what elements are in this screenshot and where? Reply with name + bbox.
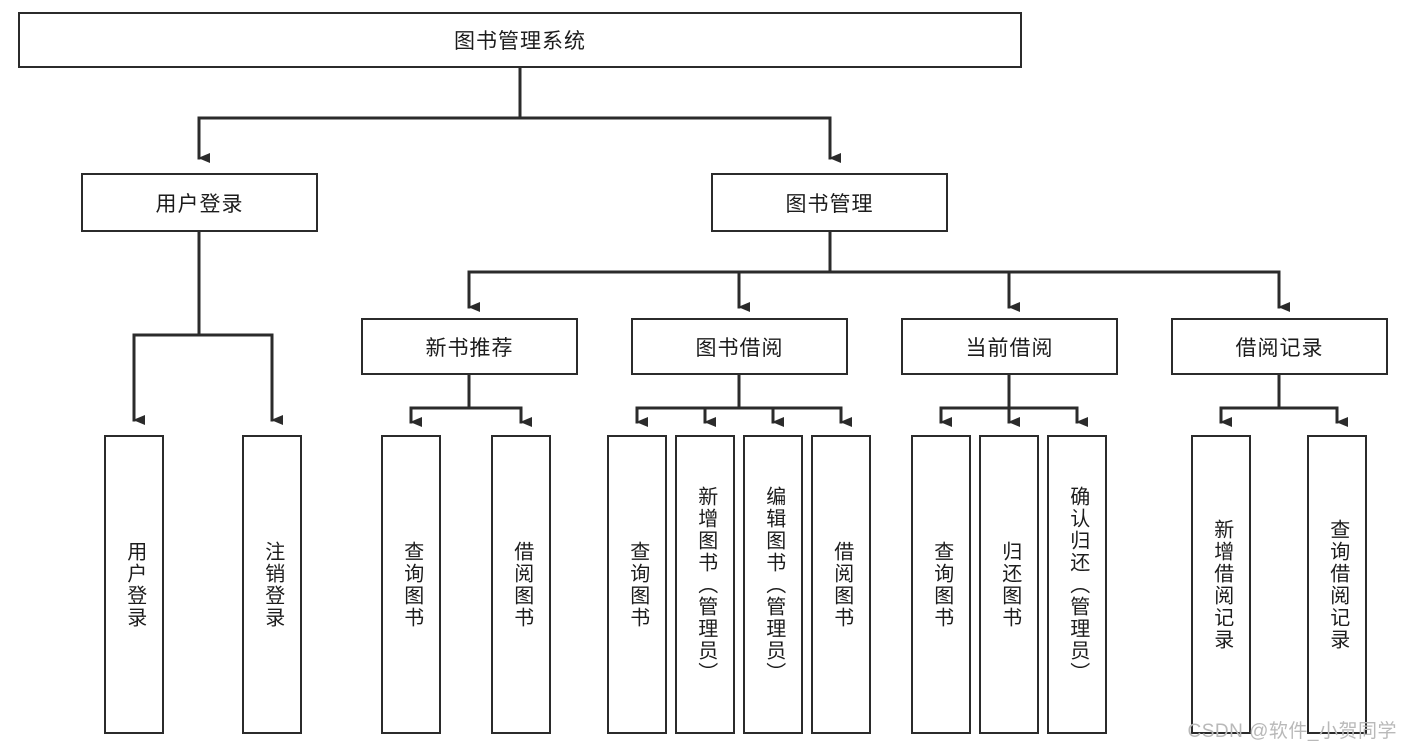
watermark-text: CSDN @软件_小贺同学 [1187, 721, 1397, 742]
node-label: 查询借阅记录 [1326, 518, 1349, 651]
node-label: 新书推荐 [425, 336, 514, 360]
node-label: 图书借阅 [695, 336, 784, 360]
node-user-login[interactable]: 用户登录 [81, 173, 318, 232]
node-label: 查询图书 [400, 540, 423, 629]
node-new-book-recommendation[interactable]: 新书推荐 [361, 318, 578, 375]
leaf-query-borrow-record[interactable]: 查询借阅记录 [1307, 435, 1367, 734]
leaf-borrow-books[interactable]: 借阅图书 [811, 435, 871, 734]
node-book-management[interactable]: 图书管理 [711, 173, 948, 232]
leaf-user-login[interactable]: 用户登录 [104, 435, 164, 734]
node-book-borrowing[interactable]: 图书借阅 [631, 318, 848, 375]
node-label: 借阅记录 [1235, 336, 1324, 360]
node-label: 查询图书 [930, 540, 953, 629]
node-label: 借阅图书 [830, 540, 853, 629]
node-current-borrowing[interactable]: 当前借阅 [901, 318, 1118, 375]
leaf-edit-book-admin[interactable]: 编辑图书（管理员） [743, 435, 803, 734]
node-label: 用户登录 [123, 540, 146, 629]
node-label: 编辑图书（管理员） [762, 485, 785, 684]
node-label: 确认归还（管理员） [1066, 485, 1089, 684]
leaf-query-books-borrow[interactable]: 查询图书 [607, 435, 667, 734]
leaf-add-book-admin[interactable]: 新增图书（管理员） [675, 435, 735, 734]
leaf-confirm-return-admin[interactable]: 确认归还（管理员） [1047, 435, 1107, 734]
node-root-book-management-system[interactable]: 图书管理系统 [18, 12, 1022, 68]
node-label: 图书管理 [785, 192, 874, 216]
node-label: 新增借阅记录 [1210, 518, 1233, 651]
node-label: 新增图书（管理员） [694, 485, 717, 684]
leaf-return-books[interactable]: 归还图书 [979, 435, 1039, 734]
leaf-query-books-newbook[interactable]: 查询图书 [381, 435, 441, 734]
node-borrow-records[interactable]: 借阅记录 [1171, 318, 1388, 375]
node-label: 注销登录 [261, 540, 284, 629]
leaf-borrow-books-newbook[interactable]: 借阅图书 [491, 435, 551, 734]
node-label: 用户登录 [155, 192, 244, 216]
node-label: 当前借阅 [965, 336, 1054, 360]
leaf-logout[interactable]: 注销登录 [242, 435, 302, 734]
node-label: 归还图书 [998, 540, 1021, 629]
leaf-add-borrow-record[interactable]: 新增借阅记录 [1191, 435, 1251, 734]
leaf-query-books-current[interactable]: 查询图书 [911, 435, 971, 734]
node-label: 查询图书 [626, 540, 649, 629]
node-label: 借阅图书 [510, 540, 533, 629]
node-label: 图书管理系统 [454, 30, 586, 53]
